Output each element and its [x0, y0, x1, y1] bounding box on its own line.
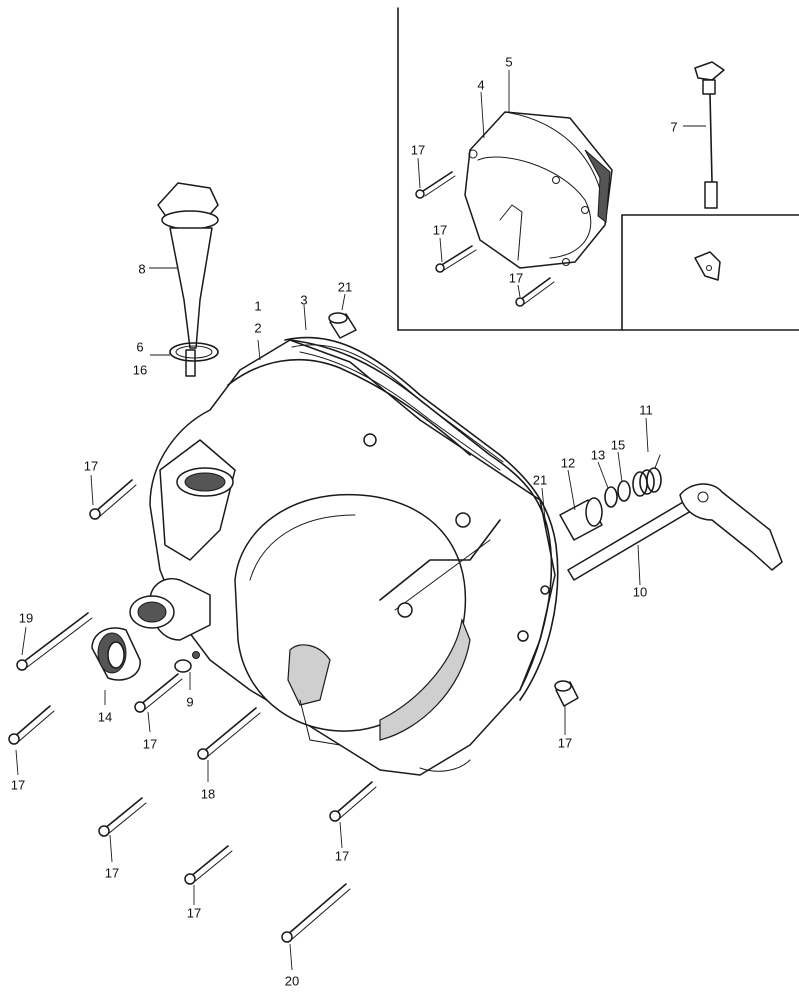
- dowel-21-top: [328, 312, 357, 339]
- leader-lines: [15, 70, 706, 971]
- callout-19: 19: [18, 610, 34, 626]
- callout-4: 4: [477, 77, 485, 93]
- screw-17-bottom-center: [184, 845, 233, 885]
- callout-7: 7: [670, 119, 678, 135]
- callout-6: 6: [136, 339, 144, 355]
- callout-15: 15: [610, 437, 626, 453]
- callout-11: 11: [639, 402, 653, 418]
- screw-17-center-left: [134, 673, 183, 713]
- washer-15: [617, 480, 631, 502]
- oil-seal-14: [91, 627, 141, 681]
- callout-17: 17: [10, 777, 26, 793]
- callout-12: 12: [560, 455, 576, 471]
- gasket-3: [284, 336, 559, 701]
- spring-11: [632, 454, 662, 497]
- screw-17-left-lower: [8, 705, 55, 745]
- callout-5: 5: [505, 54, 513, 70]
- callout-3: 3: [300, 292, 308, 308]
- shift-shaft-10: [567, 483, 783, 581]
- inset-bolt-17-mid: [435, 245, 477, 273]
- callout-21: 17: [557, 735, 573, 751]
- callout-8: 8: [138, 261, 146, 277]
- dipstick-8: [157, 182, 219, 377]
- callout-17: 17: [334, 848, 350, 864]
- callout-18: 18: [200, 786, 216, 802]
- washer-9: [174, 651, 200, 673]
- callout-19: 20: [284, 973, 300, 989]
- screw-19-bottom: [281, 883, 351, 943]
- callout-2: 2: [254, 320, 262, 336]
- callout-21: 21: [337, 279, 353, 295]
- callout-14: 14: [97, 709, 113, 725]
- inset-bolt-17-top: [415, 171, 456, 199]
- callout-20: 21: [532, 472, 548, 488]
- callout-17: 17: [432, 222, 448, 238]
- washer-13: [604, 486, 618, 508]
- callout-17: 17: [83, 458, 99, 474]
- inset-frame: [397, 7, 799, 331]
- callout-9: 9: [186, 694, 194, 710]
- callout-1: 1: [254, 298, 262, 314]
- screw-17-bottom-left: [98, 797, 147, 837]
- crankcase-cover-part-1-2: [129, 339, 556, 776]
- callout-17: 17: [142, 736, 158, 752]
- o-ring-6-16: [169, 342, 219, 362]
- callout-16: 16: [132, 362, 148, 378]
- callout-17: 17: [186, 905, 202, 921]
- screw-19-left: [16, 612, 93, 671]
- inset-bolt-17-bottom: [515, 277, 555, 307]
- callout-13: 13: [590, 447, 606, 463]
- callout-17: 17: [104, 865, 120, 881]
- screw-18: [197, 707, 261, 760]
- bushing-12: [559, 497, 603, 541]
- callout-17: 17: [410, 142, 426, 158]
- callout-17: 17: [508, 270, 524, 286]
- dipstick-7: [694, 61, 725, 209]
- callout-10: 10: [632, 584, 648, 600]
- dowel-21-bottom: [554, 680, 579, 707]
- screw-17-left-upper: [89, 479, 137, 520]
- small-clip: [694, 251, 721, 281]
- screw-17-bottom-right: [329, 781, 377, 822]
- inset-cover-part-4-5: [464, 111, 613, 269]
